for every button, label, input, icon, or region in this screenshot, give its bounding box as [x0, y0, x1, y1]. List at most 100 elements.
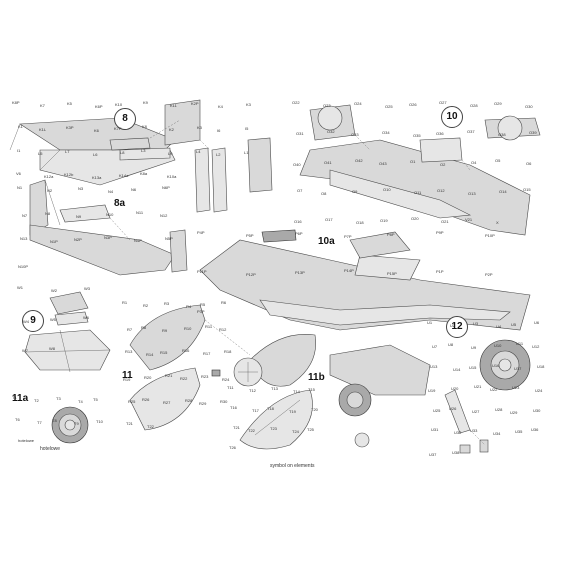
- part-label: N4P: [134, 238, 142, 243]
- part-label: P11P: [197, 269, 207, 274]
- part-label: T21: [233, 425, 240, 430]
- part-label: U5: [511, 322, 517, 327]
- part-label: hotelowe: [18, 438, 35, 443]
- part-n-fin-right: [169, 229, 188, 273]
- part-label: P8P: [387, 232, 395, 237]
- part-k8p: [19, 117, 176, 151]
- part-label: N2P: [74, 237, 82, 242]
- step-9-parts: [24, 291, 111, 373]
- part-label: K2: [169, 127, 174, 132]
- part-label: N13: [20, 236, 28, 241]
- part-label: T17: [252, 408, 259, 413]
- part-label: R14: [146, 352, 154, 357]
- part-label: R26: [142, 397, 150, 402]
- part-label: R19: [123, 377, 131, 382]
- part-label: U35: [515, 429, 523, 434]
- part-label: O33: [351, 132, 359, 137]
- part-label: O8: [321, 191, 327, 196]
- part-label: T7: [37, 420, 42, 425]
- step-number-10a: 10a: [318, 236, 335, 247]
- part-label: N6P: [162, 185, 170, 190]
- part-flap-10a: [259, 299, 511, 326]
- part-label: K8: [142, 124, 147, 129]
- part-label: O4: [471, 160, 477, 165]
- part-label: T8: [52, 418, 57, 423]
- part-label: R24: [222, 377, 230, 382]
- part-label: U23: [512, 385, 520, 390]
- part-label: O27: [439, 100, 447, 105]
- part-label: O11: [414, 190, 422, 195]
- step-12-parts: [444, 339, 531, 454]
- part-label: T12: [249, 388, 256, 393]
- part-label: O10: [383, 187, 391, 192]
- part-radial-hub: [498, 358, 512, 372]
- part-label: O19: [380, 218, 388, 223]
- part-label: T10: [96, 419, 103, 424]
- part-label: O29: [494, 101, 502, 106]
- part-l-column: [194, 147, 211, 213]
- part-label: P3P: [197, 309, 205, 314]
- part-label: X: [496, 220, 499, 225]
- part-label: U2: [450, 323, 456, 328]
- part-label: T21: [126, 421, 133, 426]
- part-detail-circle: [317, 105, 343, 131]
- part-label: U19: [428, 388, 436, 393]
- part-label: R2: [143, 303, 149, 308]
- part-cowling-upper: [129, 304, 206, 371]
- part-label: O39: [529, 130, 537, 135]
- part-label: O25: [385, 104, 393, 109]
- part-label: N5P: [165, 236, 173, 241]
- part-label: I6: [217, 128, 221, 133]
- step-8a-parts: [29, 179, 188, 276]
- part-p-upper: [349, 231, 411, 259]
- part-label: O36: [436, 131, 444, 136]
- part-stabilizer: [29, 224, 176, 276]
- part-label: R18: [224, 349, 232, 354]
- part-label: L9: [168, 151, 173, 156]
- part-label: N1P: [50, 239, 58, 244]
- part-label: U16: [492, 363, 500, 368]
- part-label: U10: [494, 343, 502, 348]
- part-label: O17: [325, 217, 333, 222]
- part-label: K3P: [66, 125, 74, 130]
- part-u-small-2: [479, 439, 489, 453]
- step-8-parts: [9, 99, 273, 213]
- part-label: P1P: [436, 269, 444, 274]
- part-label: U8: [448, 342, 454, 347]
- part-label: O37: [467, 129, 475, 134]
- part-label: T3: [56, 396, 61, 401]
- part-label: U27: [472, 409, 480, 414]
- part-label: P9P: [436, 230, 444, 235]
- part-label: R5: [200, 302, 206, 307]
- part-label: P5P: [246, 233, 254, 238]
- part-label: T22: [248, 428, 255, 433]
- part-label: R17: [203, 351, 211, 356]
- part-label: T4: [78, 399, 83, 404]
- part-nacelle-body: [249, 334, 317, 387]
- part-label: N12: [160, 213, 168, 218]
- part-label: T11: [227, 385, 234, 390]
- part-label: T25: [307, 427, 314, 432]
- part-p-right: [354, 254, 421, 281]
- part-label: K1L: [39, 127, 47, 132]
- part-label: U11: [516, 341, 524, 346]
- part-label: W2: [51, 288, 57, 293]
- part-label: T13: [271, 386, 278, 391]
- step-11b-parts: [239, 389, 313, 450]
- part-label: R29: [199, 401, 207, 406]
- part-label: T24: [292, 429, 299, 434]
- part-label: T26: [229, 445, 236, 450]
- part-label: O18: [356, 220, 364, 225]
- central-nacelle-parts: [329, 344, 431, 448]
- part-wing-flap: [329, 169, 472, 219]
- part-label: U32: [454, 430, 462, 435]
- step-number-11a: 11a: [12, 393, 29, 404]
- part-label: W7: [22, 348, 28, 353]
- part-label: O28: [470, 103, 478, 108]
- step-number-10: 10: [441, 106, 463, 128]
- part-detail-circle-2: [497, 115, 523, 141]
- part-label: R10: [184, 326, 192, 331]
- part-p-small: [261, 229, 297, 243]
- part-t21-disk: [354, 432, 370, 448]
